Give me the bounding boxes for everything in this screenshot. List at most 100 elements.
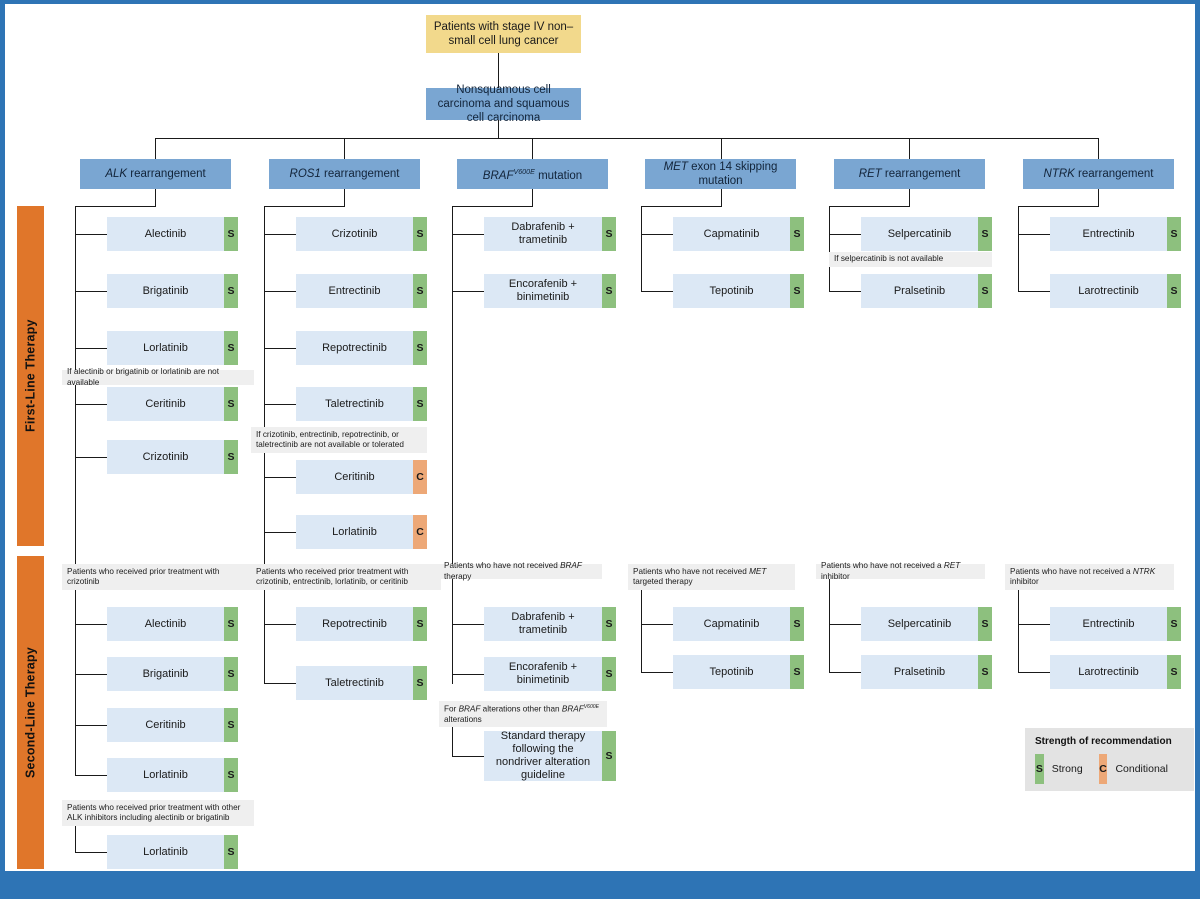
connector-alk-stub-4 [75,404,107,406]
connector-alk-stub-1 [75,234,107,236]
connector-braf-elbow [452,206,533,208]
connector-ros1-spine-bridge [264,542,266,566]
connector-bus-to-ros1 [344,138,346,159]
drug-box-ret-selpercatinib-2l[interactable]: Selpercatinib S [861,607,992,641]
connector-met-spine-second [641,590,643,673]
strength-chip-strong: S [1167,274,1181,308]
drug-box-ros1-repotrectinib[interactable]: Repotrectinib S [296,331,427,365]
drug-box-ntrk-larotrectinib[interactable]: Larotrectinib S [1050,274,1181,308]
drug-box-ret-selpercatinib[interactable]: Selpercatinib S [861,217,992,251]
connector-ros1-stub-2 [264,291,296,293]
connector-ros1-stub-3 [264,348,296,350]
connector-braf-spine-first [452,206,454,566]
connector-alk-spine-bridge [75,466,77,566]
connector-alk-stub-7 [75,674,107,676]
drug-box-alk-lorlatinib[interactable]: Lorlatinib S [107,331,238,365]
gene-suffix-ros1: rearrangement [320,168,400,180]
drug-box-braf-encorafenib-binimetinib-2l[interactable]: Encorafenib + binimetinib S [484,657,616,691]
drug-box-alk-lorlatinib-2l-b[interactable]: Lorlatinib S [107,835,238,869]
drug-box-ros1-lorlatinib[interactable]: Lorlatinib C [296,515,427,549]
note-superscript: V600E [583,704,599,711]
connector-ret-stub-3 [829,624,861,626]
connector-ros1-stub-8 [264,683,296,685]
drug-label: Capmatinib [703,227,760,240]
drug-label: Entrectinib [1082,617,1135,630]
drug-label: Encorafenib + binimetinib [508,278,578,303]
drug-box-ret-pralsetinib-2l[interactable]: Pralsetinib S [861,655,992,689]
drug-box-alk-brigatinib[interactable]: Brigatinib S [107,274,238,308]
drug-box-alk-lorlatinib-2l[interactable]: Lorlatinib S [107,758,238,792]
drug-box-met-tepotinib-2l[interactable]: Tepotinib S [673,655,804,689]
drug-box-braf-standard-therapy[interactable]: Standard therapy following the nondriver… [484,730,616,781]
drug-box-ros1-taletrectinib[interactable]: Taletrectinib S [296,387,427,421]
gene-box-ros1: ROS1 rearrangement [269,159,420,189]
connector-alk-stub-8 [75,725,107,727]
connector-ret-stub-4 [829,672,861,674]
drug-box-met-capmatinib[interactable]: Capmatinib S [673,217,804,251]
connector-met-stub-1 [641,234,673,236]
strength-chip-strong: S [1167,217,1181,251]
drug-label: Dabrafenib + trametinib [511,221,575,246]
connector-ntrk-stub-2 [1018,291,1050,293]
root-box: Patients with stage IV non–small cell lu… [426,15,581,53]
drug-box-ntrk-entrectinib[interactable]: Entrectinib S [1050,217,1181,251]
strength-chip-strong: S [602,731,616,781]
drug-box-alk-brigatinib-2l[interactable]: Brigatinib S [107,657,238,691]
legend-chip-conditional: C [1098,754,1108,784]
strength-chip-strong: S [978,607,992,641]
drug-box-ros1-crizotinib[interactable]: Crizotinib S [296,217,427,251]
note-gene-italic-a: BRAF [458,704,481,714]
drug-box-alk-alectinib[interactable]: Alectinib S [107,217,238,251]
drug-box-ros1-taletrectinib-2l[interactable]: Taletrectinib S [296,666,427,700]
drug-label: Ceritinib [145,397,186,410]
strength-chip-strong: S [978,655,992,689]
connector-bus-horizontal [155,138,1099,140]
drug-label: Repotrectinib [322,617,387,630]
strength-chip-strong: S [413,387,427,421]
gene-name-braf: BRAF [482,169,514,182]
connector-bus-to-ret [909,138,911,159]
connector-braf-down [532,189,534,207]
connector-ros1-stub-7 [264,624,296,626]
drug-box-alk-ceritinib-2l[interactable]: Ceritinib S [107,708,238,742]
drug-box-ros1-entrectinib[interactable]: Entrectinib S [296,274,427,308]
drug-box-ret-pralsetinib[interactable]: Pralsetinib S [861,274,992,308]
drug-label: Selpercatinib [887,227,952,240]
gene-box-braf: BRAFV600E mutation [457,159,608,189]
frame-border-left [0,0,5,899]
connector-alk-stub-3 [75,348,107,350]
drug-box-braf-dabrafenib-trametinib-2l[interactable]: Dabrafenib + trametinib S [484,607,616,641]
drug-label: Lorlatinib [143,768,188,781]
drug-box-alk-ceritinib[interactable]: Ceritinib S [107,387,238,421]
connector-ros1-spine-first [264,206,266,542]
connector-met-stub-3 [641,624,673,626]
connector-alk-spine-second [75,590,77,776]
drug-box-met-tepotinib[interactable]: Tepotinib S [673,274,804,308]
connector-ntrk-down [1098,189,1100,207]
drug-label: Entrectinib [1082,227,1135,240]
legend-title: Strength of recommendation [1035,736,1172,747]
connector-ntrk-elbow [1018,206,1099,208]
drug-box-ntrk-entrectinib-2l[interactable]: Entrectinib S [1050,607,1181,641]
gene-suffix-alk: rearrangement [127,168,206,180]
note-alk-second-line-2: Patients who received prior treatment wi… [62,800,254,826]
drug-label: Crizotinib [331,227,378,240]
drug-box-braf-dabrafenib-trametinib[interactable]: Dabrafenib + trametinib S [484,217,616,251]
strength-chip-strong: S [602,657,616,691]
strength-chip-strong: S [1167,607,1181,641]
strength-chip-strong: S [1167,655,1181,689]
drug-box-ntrk-larotrectinib-2l[interactable]: Larotrectinib S [1050,655,1181,689]
strength-chip-strong: S [224,657,238,691]
drug-box-alk-crizotinib[interactable]: Crizotinib S [107,440,238,474]
gene-box-ntrk: NTRK rearrangement [1023,159,1174,189]
drug-box-braf-encorafenib-binimetinib[interactable]: Encorafenib + binimetinib S [484,274,616,308]
drug-box-ros1-ceritinib[interactable]: Ceritinib C [296,460,427,494]
strength-chip-strong: S [413,607,427,641]
diagram-canvas: Patients with stage IV non–small cell lu… [5,4,1195,871]
drug-box-ros1-repotrectinib-2l[interactable]: Repotrectinib S [296,607,427,641]
gene-suffix-ntrk: rearrangement [1074,168,1154,180]
frame-border-right [1195,0,1200,899]
strength-chip-strong: S [224,217,238,251]
drug-box-alk-alectinib-2l[interactable]: Alectinib S [107,607,238,641]
drug-box-met-capmatinib-2l[interactable]: Capmatinib S [673,607,804,641]
